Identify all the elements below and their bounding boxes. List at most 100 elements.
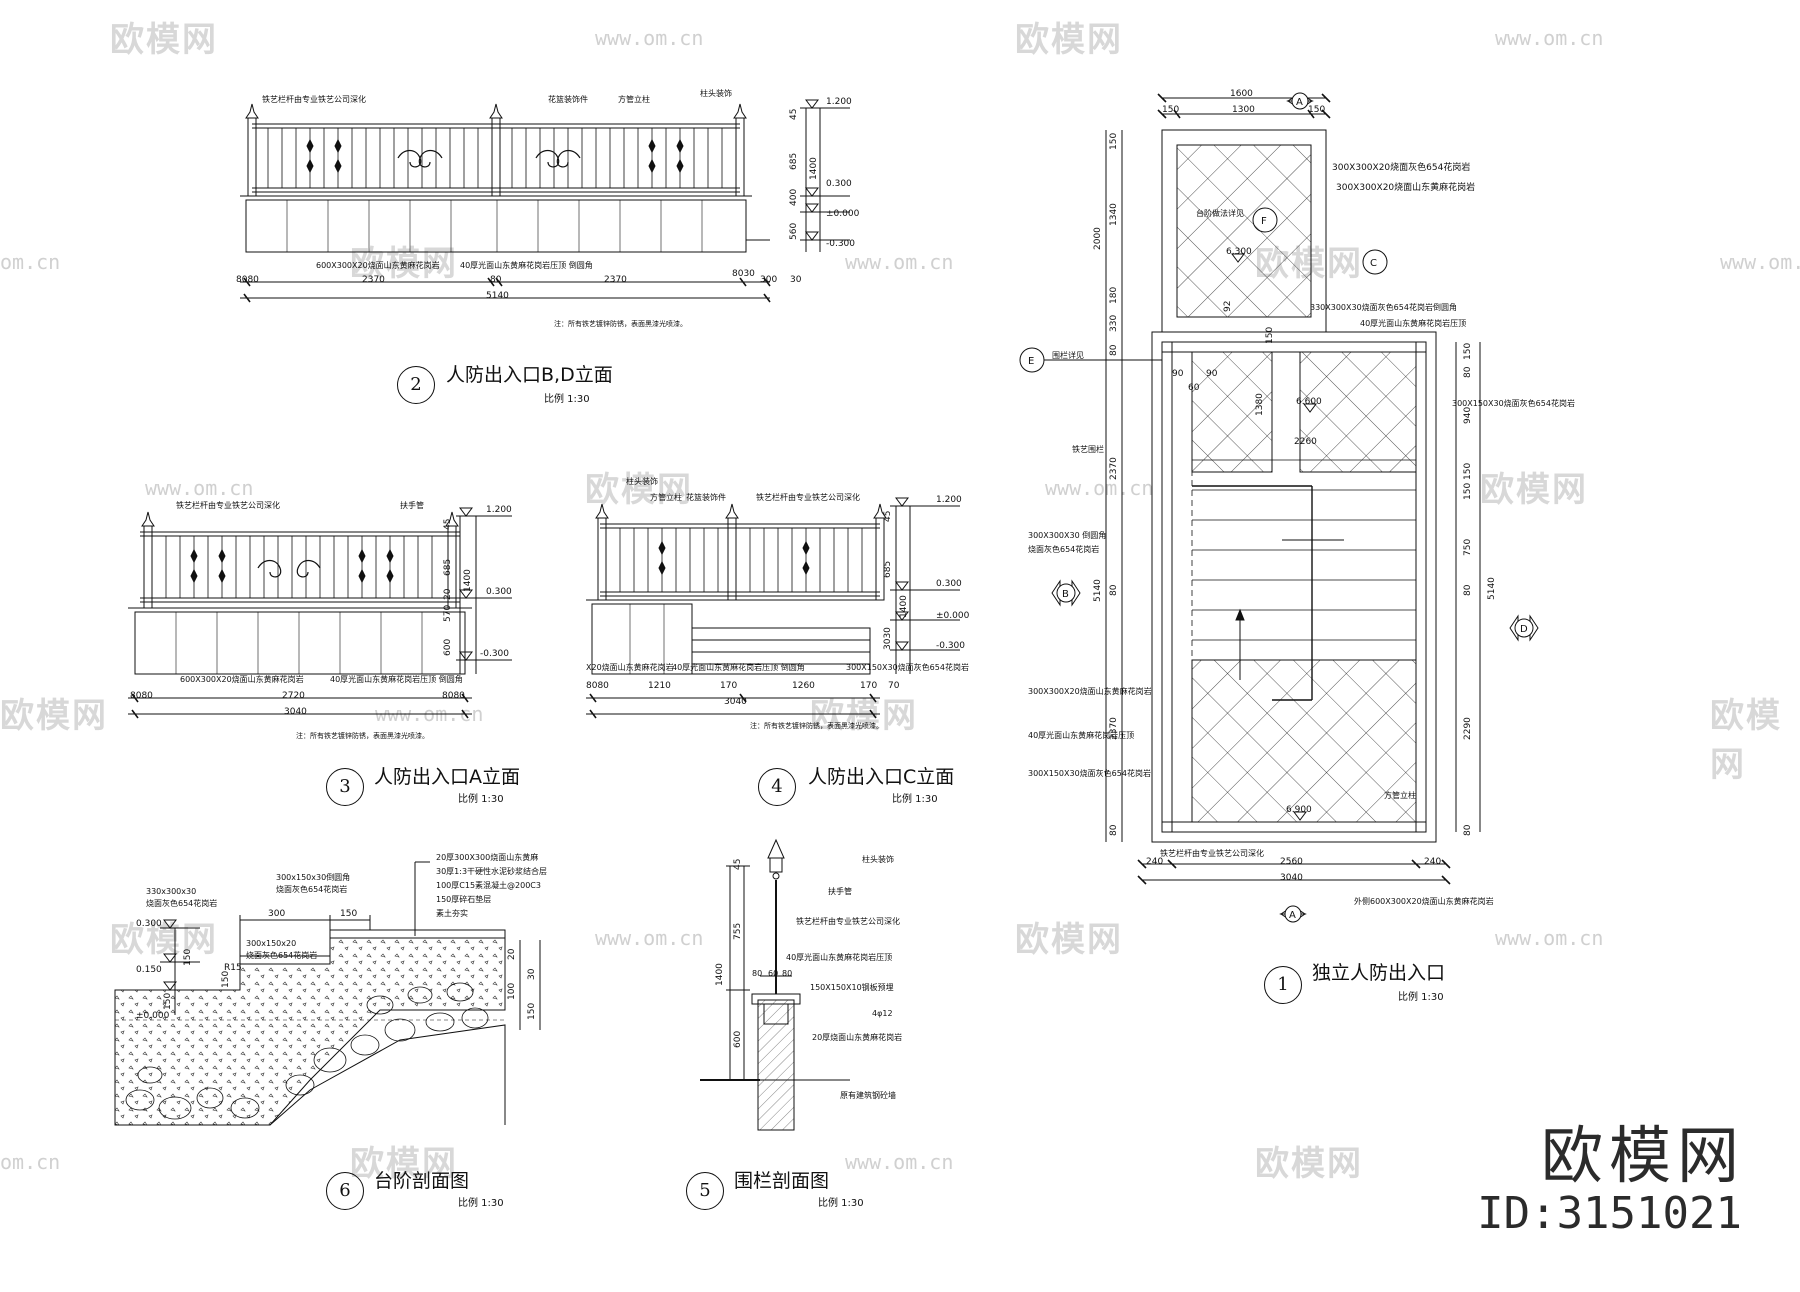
watermark-url: www.om.cn (1045, 476, 1154, 500)
dim: 5140 (1487, 577, 1497, 600)
label: 围栏详见 (1052, 350, 1084, 360)
dim: 30 (527, 968, 537, 980)
dim: 8080 (236, 275, 259, 285)
level: 1.200 (486, 505, 512, 515)
dim: 1340 (1109, 203, 1119, 226)
label-stone-300x150: 300X150X30烧面灰色654花岗岩 (846, 662, 969, 672)
dim: 2370 (604, 275, 627, 285)
dim: 150 (527, 1003, 537, 1020)
label: 300X300X20烧面山东黄麻花岗岩 (1336, 181, 1475, 193)
dim: 1600 (1230, 89, 1253, 99)
label: 4φ12 (872, 1009, 893, 1018)
drawing-scale-6: 比例 1:30 (458, 1198, 504, 1209)
level: ±0.000 (136, 1011, 170, 1021)
label: 20厚300X300烧面山东黄麻 (436, 852, 538, 862)
label: 外侧600X300X20烧面山东黄麻花岗岩 (1354, 896, 1494, 906)
dim: 5140 (486, 291, 509, 301)
dim: 300 (268, 909, 285, 919)
label: 300X150X30烧面灰色654花岗岩 (1452, 398, 1575, 408)
drawing-scale-2: 比例 1:30 (544, 394, 590, 405)
dim: 80 (1109, 584, 1119, 596)
label: 150厚碎石垫层 (436, 894, 491, 904)
label-stone-40: 40厚光面山东黄麻花岗岩压顶 倒圆角 (672, 662, 805, 672)
brand-id: ID:3151021 (1477, 1188, 1742, 1239)
label: 300x150x30倒圆角 (276, 872, 350, 882)
label: 20厚烧面山东黄麻花岗岩 (812, 1032, 902, 1042)
label: 铁艺栏杆由专业铁艺公司深化 (1160, 848, 1264, 858)
label: 300x150x20 (246, 939, 296, 948)
step-section (114, 861, 541, 1126)
section-marker-f: F (1261, 216, 1267, 227)
drawing-scale-4: 比例 1:30 (892, 794, 938, 805)
label: 40厚光面山东黄麻花岗岩压顶 (786, 952, 892, 962)
section-marker-a-top: A (1296, 97, 1303, 108)
label-stone-x20: X20烧面山东黄麻花岗岩 (586, 662, 674, 672)
dim: 20 (443, 588, 453, 600)
dim: 150 (163, 993, 173, 1010)
level: 0.150 (136, 965, 162, 975)
level: ±0.000 (826, 209, 860, 219)
note: 注：所有铁艺镀锌防锈，表面黑漆光喷漆。 (296, 731, 429, 740)
dim: 2000 (1093, 227, 1103, 250)
label-post: 方管立柱 (618, 94, 650, 104)
level: ±0.000 (936, 611, 970, 621)
label-stone-40: 40厚光面山东黄麻花岗岩压顶 倒圆角 (460, 260, 593, 270)
drawing-number-5: 5 (686, 1172, 724, 1210)
watermark-url: www.om.cn (595, 926, 704, 950)
dim: 2290 (1463, 717, 1473, 740)
dim: 150 (1265, 327, 1275, 344)
dim: 1400 (463, 569, 473, 592)
watermark-url: www.om.cn (1495, 926, 1604, 950)
drawing-title-3: 人防出入口A立面 (374, 766, 520, 788)
watermark: 欧模网 (1015, 920, 1123, 960)
watermark-url: www.om.cn (1495, 26, 1604, 50)
dim: 330 (1109, 315, 1119, 332)
level: 1.200 (826, 97, 852, 107)
watermark: 欧模网 (1255, 1144, 1363, 1184)
drawing-title-5: 围栏剖面图 (734, 1170, 830, 1192)
label-cap: 柱头装饰 (700, 88, 732, 98)
dim: 150 (1162, 105, 1179, 115)
dim: 1400 (899, 595, 909, 618)
dim: 150 (1109, 133, 1119, 150)
watermark: 欧模网 (0, 696, 108, 736)
watermark: 欧模网 (585, 470, 693, 510)
dim: 30 (790, 275, 802, 285)
dim: 2370 (1109, 717, 1119, 740)
level: 6.900 (1286, 805, 1312, 815)
dim: 2560 (1280, 857, 1303, 867)
drawing-title-2: 人防出入口B,D立面 (446, 364, 613, 386)
elevation-bd (240, 99, 850, 303)
label-stone-40: 40厚光面山东黄麻花岗岩压顶 倒圆角 (330, 674, 463, 684)
drawing-number-4: 4 (758, 768, 796, 806)
watermark-url: www.om.cn (145, 476, 254, 500)
dim: 80 (752, 969, 762, 978)
dim: 80 (1463, 366, 1473, 378)
dim: 8030 (732, 269, 755, 279)
watermark: 欧模网 (1480, 470, 1588, 510)
dim: 3040 (1280, 873, 1303, 883)
plan-view (1019, 93, 1481, 885)
label: 30厚1:3干硬性水泥砂浆结合层 (436, 866, 547, 876)
section-marker-d: D (1520, 624, 1528, 635)
dim: 92 (1223, 301, 1233, 312)
level: -0.300 (480, 649, 509, 659)
elevation-c (586, 497, 960, 719)
note: 注：所有铁艺镀锌防锈，表面黑漆光喷漆。 (554, 319, 687, 328)
dim: 80 (1109, 344, 1119, 356)
dim: 2370 (1109, 457, 1119, 480)
drawing-scale-5: 比例 1:30 (818, 1198, 864, 1209)
label: 40厚光面山东黄麻花岗岩压顶 (1028, 730, 1134, 740)
label-iron-rail: 铁艺栏杆由专业铁艺公司深化 (262, 94, 366, 104)
dim: 150 (1308, 105, 1325, 115)
label-flower: 花篮装饰件 (686, 492, 726, 502)
label: 烧面灰色654花岗岩 (246, 950, 317, 960)
label: 铁艺围栏 (1072, 444, 1104, 454)
dim: 150 (221, 971, 231, 988)
dim: 45 (883, 511, 893, 522)
label-cap: 柱头装饰 (626, 476, 658, 486)
watermark: 欧模网 (350, 244, 458, 284)
drawing-number-3: 3 (326, 768, 364, 806)
